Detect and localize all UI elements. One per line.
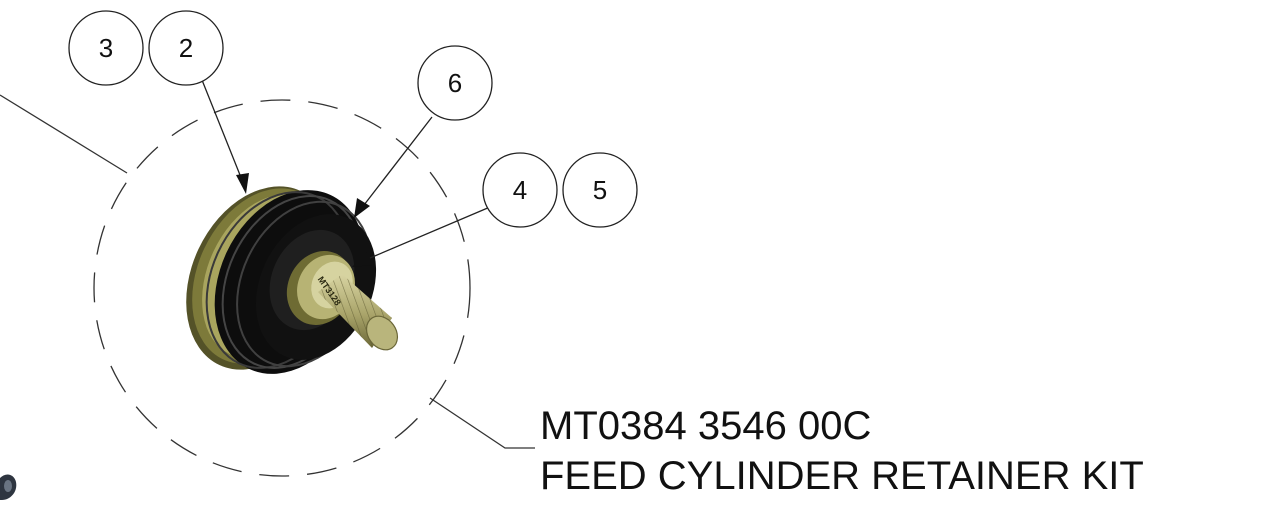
callout-leader-2 [201,79,249,194]
detail-boundary-circle [93,99,471,477]
callout-balloon-6: 6 [417,45,493,121]
callout-balloon-3: 3 [68,10,144,86]
svg-text:4: 4 [513,175,527,205]
svg-text:5: 5 [593,175,607,205]
callout-leader-6 [354,116,433,218]
detail-leader-lower [429,397,535,449]
svg-text:6: 6 [448,68,462,98]
svg-text:3: 3 [99,33,113,63]
detail-leader-upper [0,94,128,174]
callout-leader-4-5 [352,206,491,267]
callout-balloon-2: 2 [148,10,224,86]
callout-balloon-5: 5 [562,152,638,228]
retainer-assembly: MT3128 [186,186,399,374]
threaded-shaft [318,274,399,351]
kit-part-number: MT0384 3546 00C [540,404,872,448]
kit-description: FEED CYLINDER RETAINER KIT [540,454,1144,498]
svg-text:2: 2 [179,33,193,63]
adjacent-part-fragment [0,474,17,500]
callout-balloon-4: 4 [482,152,558,228]
